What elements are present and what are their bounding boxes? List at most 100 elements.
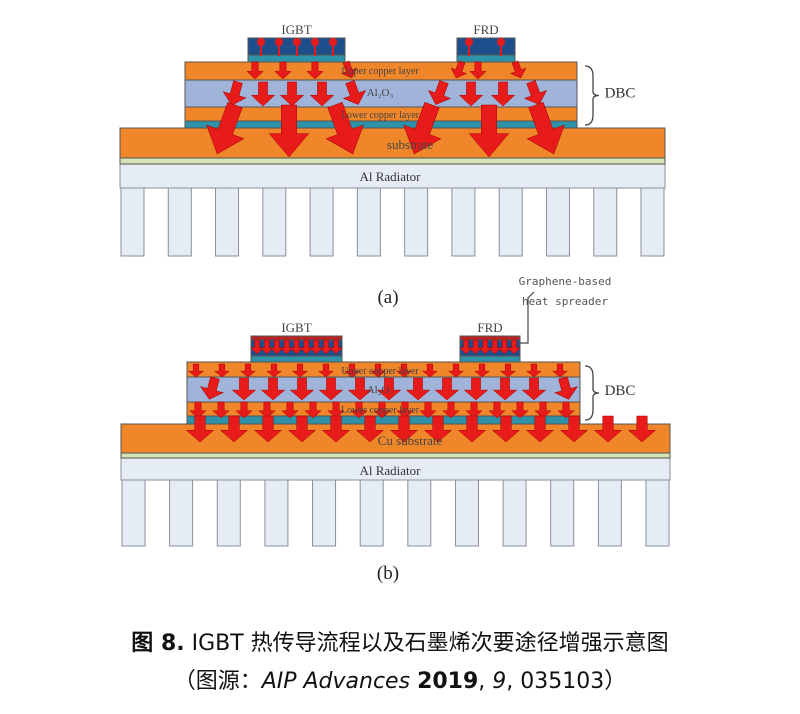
heat-arrow: [463, 377, 489, 401]
radiator-fin: [312, 479, 337, 547]
heat-arrow: [342, 80, 367, 105]
heat-arrow: [309, 339, 324, 355]
heat-arrow: [250, 339, 264, 355]
heat-arrow: [442, 401, 460, 419]
heat-arrow: [260, 377, 286, 401]
frd-solder: [459, 355, 521, 363]
radiator-fin: [593, 187, 618, 257]
heat-arrow: [474, 363, 490, 378]
radiator-fin: [264, 479, 289, 547]
frd-solder: [456, 54, 516, 63]
heat-arrow: [448, 363, 464, 378]
radiator-fin: [216, 479, 241, 547]
radiator-fin: [215, 187, 240, 257]
heat-arrow: [325, 102, 364, 155]
heat-arrow: [492, 377, 518, 401]
heat-arrow: [289, 377, 315, 401]
dbc-brace: [584, 65, 600, 126]
radiator-label: Al Radiator: [359, 169, 421, 184]
heat-arrow: [281, 401, 299, 419]
heat-arrow: [318, 363, 334, 378]
heat-arrow: [468, 339, 483, 355]
dbc-label: DBC: [605, 383, 636, 399]
heat-arrow: [189, 401, 207, 419]
heat-arrow: [214, 363, 230, 378]
solder-layer: [184, 120, 578, 129]
graphene-heat-spreader: [459, 335, 521, 341]
pin-dot: [497, 38, 505, 46]
heat-arrow: [319, 339, 334, 355]
heat-arrow: [259, 339, 274, 355]
figure-caption-source: （图源：AIP Advances 2019, 9, 035103）: [173, 669, 627, 694]
heat-arrow: [299, 339, 314, 355]
radiator-fin: [545, 187, 570, 257]
heat-arrow: [457, 415, 487, 443]
heat-arrow: [491, 415, 521, 443]
heat-arrow: [396, 401, 414, 419]
spreader-leader-line: [520, 291, 535, 344]
heat-arrow: [376, 377, 402, 401]
heat-arrow: [627, 415, 657, 443]
radiator-fin: [169, 479, 194, 547]
radiator-fin: [359, 479, 384, 547]
heat-arrow: [222, 80, 247, 106]
heat-arrow: [557, 401, 575, 419]
heat-arrow: [509, 60, 527, 79]
heat-arrow: [185, 415, 215, 443]
heat-arrow: [246, 61, 264, 80]
heat-arrow: [269, 339, 284, 355]
heat-arrow: [253, 415, 283, 443]
heat-arrow: [521, 377, 547, 401]
heat-arrow: [289, 339, 304, 355]
al2o3-layer: [186, 376, 581, 403]
heat-arrow: [240, 363, 256, 378]
heat-arrow: [396, 363, 412, 378]
lower-copper-label: Lower copper layer: [341, 110, 420, 121]
heat-arrow: [318, 377, 344, 401]
heat-arrow: [525, 415, 555, 443]
heat-arrow: [304, 401, 322, 419]
heat-arrow: [488, 401, 506, 419]
dbc-brace: [584, 365, 600, 421]
pin-dot: [329, 38, 337, 46]
heat-arrow: [593, 415, 623, 443]
heat-arrow: [306, 61, 324, 80]
heat-arrow: [370, 363, 386, 378]
panel-label: (a): [377, 287, 398, 308]
heat-arrow: [478, 339, 493, 355]
figure-caption-title: 图 8. IGBT 热传导流程以及石墨烯次要途径增强示意图: [131, 631, 669, 656]
radiator-fin: [454, 479, 479, 547]
heat-arrow: [490, 81, 516, 107]
radiator-fin: [451, 187, 476, 257]
igbt-solder: [247, 54, 346, 63]
heat-arrow: [344, 363, 360, 378]
heat-arrow: [258, 401, 276, 419]
pin-dot: [465, 38, 473, 46]
igbt-label: IGBT: [281, 22, 311, 37]
heat-arrow: [274, 61, 292, 80]
thermal-interface-layer: [119, 157, 666, 165]
upper-copper-label: Upper copper layer: [341, 366, 419, 377]
radiator-fin: [262, 187, 287, 257]
radiator-fin: [550, 479, 575, 547]
heat-arrow: [268, 104, 310, 158]
igbt-solder: [250, 355, 343, 363]
heat-arrow: [459, 339, 473, 355]
substrate-label: Cu substrate: [378, 433, 443, 448]
heat-arrow: [403, 102, 442, 155]
heat-arrow: [250, 81, 276, 107]
radiator-fin: [309, 187, 334, 257]
heat-arrow: [287, 415, 317, 443]
heat-arrow: [321, 415, 351, 443]
radiator-fin: [640, 187, 665, 257]
heat-arrow: [373, 401, 391, 419]
heat-arrow: [507, 339, 521, 355]
heat-arrow: [327, 401, 345, 419]
heat-arrow: [355, 415, 385, 443]
heat-arrow: [523, 80, 548, 105]
thermal-interface-layer: [120, 452, 671, 459]
heat-arrow: [497, 339, 512, 355]
heat-arrow: [309, 81, 335, 107]
heat-arrow: [559, 415, 589, 443]
heat-arrow: [434, 377, 460, 401]
